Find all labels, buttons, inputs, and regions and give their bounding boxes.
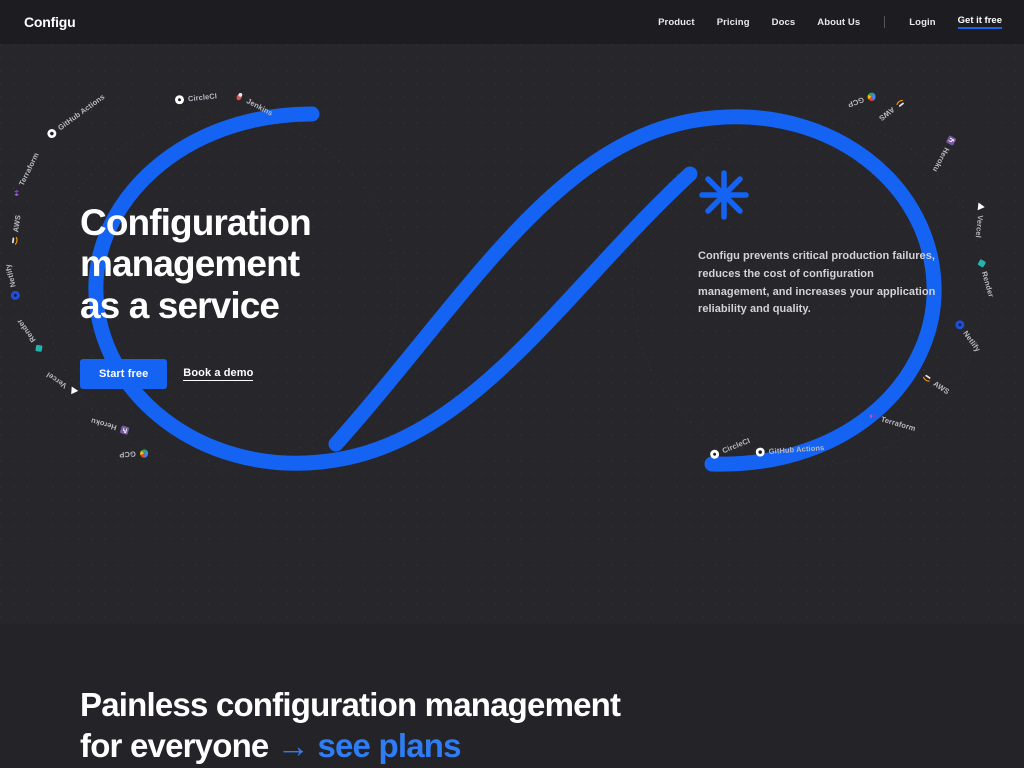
- orbit-label-text: Heroku: [89, 416, 118, 433]
- see-plans-link[interactable]: see plans: [317, 727, 461, 765]
- orbit-label-text: Terraform: [879, 414, 917, 434]
- orbit-label-text: GCP: [846, 95, 866, 110]
- orbit-label-text: GitHub Actions: [768, 443, 825, 456]
- hero-left-column: Configuration management as a service St…: [80, 202, 410, 390]
- book-a-demo-link[interactable]: Book a demo: [183, 367, 254, 382]
- orbit-label-netlify: Netlify: [954, 319, 983, 354]
- aws-icon: [894, 97, 907, 110]
- github-icon: [46, 127, 59, 140]
- orbit-label-gcp: GCP: [118, 448, 149, 460]
- circleci-icon: [709, 448, 721, 460]
- orbit-label-text: Vercel: [44, 370, 69, 391]
- nav-link-pricing[interactable]: Pricing: [716, 16, 750, 28]
- orbit-label-text: CircleCI: [187, 91, 218, 104]
- orbit-label-netlify: Netlify: [3, 263, 21, 301]
- render-icon: [33, 342, 46, 355]
- orbit-label-render: Render: [976, 258, 996, 298]
- brand-logo[interactable]: Configu: [24, 14, 76, 30]
- orbit-label-text: CircleCI: [720, 435, 752, 456]
- start-free-button[interactable]: Start free: [80, 359, 168, 390]
- orbit-label-vercel: Vercel: [45, 370, 80, 397]
- github-icon: [755, 447, 765, 457]
- gcp-icon: [866, 91, 878, 103]
- orbit-label-circleci: CircleCI: [709, 436, 751, 460]
- aws-icon: [921, 372, 933, 384]
- arrow-right-icon: →: [276, 727, 310, 765]
- bottom-headline: Painless configuration management for ev…: [80, 684, 960, 767]
- orbit-label-heroku: Heroku: [931, 134, 957, 174]
- orbit-label-aws: AWS: [921, 372, 951, 396]
- orbit-label-github-actions: GitHub Actions: [46, 92, 107, 140]
- orbit-label-aws: AWS: [9, 214, 23, 246]
- render-icon: [976, 258, 987, 269]
- orbit-label-text: Render: [14, 317, 38, 345]
- netlify-icon: [10, 290, 21, 301]
- nav-divider: [884, 16, 886, 28]
- jenkins-icon: [234, 90, 246, 102]
- orbit-label-heroku: Heroku: [90, 416, 130, 436]
- orbit-label-terraform: Terraform: [867, 411, 917, 434]
- orbit-label-terraform: Terraform: [11, 151, 41, 199]
- nav-link-login[interactable]: Login: [909, 16, 936, 28]
- heroku-icon: [119, 425, 130, 436]
- aws-icon: [9, 236, 19, 246]
- orbit-label-text: AWS: [877, 105, 897, 123]
- terraform-icon: [867, 411, 878, 422]
- orbit-label-github-actions: GitHub Actions: [755, 443, 825, 457]
- orbit-label-text: AWS: [11, 214, 23, 233]
- orbit-label-circleci: CircleCI: [175, 91, 218, 105]
- terraform-icon: [11, 187, 23, 199]
- orbit-label-render: Render: [15, 317, 45, 354]
- orbit-label-text: Netlify: [3, 263, 18, 289]
- hero-cta-row: Start free Book a demo: [80, 359, 410, 390]
- orbit-label-text: Netlify: [961, 329, 983, 354]
- nav-link-docs[interactable]: Docs: [771, 16, 796, 28]
- vercel-icon: [67, 385, 79, 397]
- orbit-label-text: Vercel: [973, 214, 985, 239]
- bottom-section: Painless configuration management for ev…: [0, 624, 1024, 768]
- orbit-label-text: Terraform: [16, 151, 41, 188]
- nav-link-about-us[interactable]: About Us: [817, 16, 861, 28]
- orbit-label-text: GitHub Actions: [56, 92, 107, 133]
- orbit-label-text: Render: [979, 270, 996, 299]
- get-it-free-button[interactable]: Get it free: [957, 15, 1002, 29]
- orbit-label-aws: AWS: [877, 97, 907, 123]
- page-title: Configuration management as a service: [80, 202, 312, 326]
- circleci-icon: [175, 95, 185, 105]
- nav-link-product[interactable]: Product: [658, 16, 695, 28]
- orbit-label-jenkins: Jenkins: [234, 90, 275, 118]
- hero-description: Configu prevents critical production fai…: [698, 250, 936, 316]
- orbit-label-gcp: GCP: [846, 91, 878, 110]
- orbit-label-text: AWS: [931, 379, 952, 397]
- bottom-headline-line2: for everyone: [80, 727, 269, 765]
- hero-right-column: Configu prevents critical production fai…: [698, 169, 948, 319]
- gcp-icon: [139, 448, 149, 458]
- orbit-label-vercel: Vercel: [974, 202, 987, 238]
- asterisk-icon: [698, 169, 948, 226]
- heroku-icon: [945, 134, 957, 146]
- orbit-label-text: GCP: [118, 449, 137, 460]
- netlify-icon: [954, 319, 967, 332]
- orbit-label-text: Jenkins: [244, 96, 275, 118]
- vercel-icon: [976, 202, 986, 212]
- bottom-headline-line1: Painless configuration management: [80, 686, 621, 723]
- nav-links-group: Product Pricing Docs About Us Login Get …: [658, 15, 1002, 29]
- top-navigation-bar: Configu Product Pricing Docs About Us Lo…: [0, 0, 1024, 44]
